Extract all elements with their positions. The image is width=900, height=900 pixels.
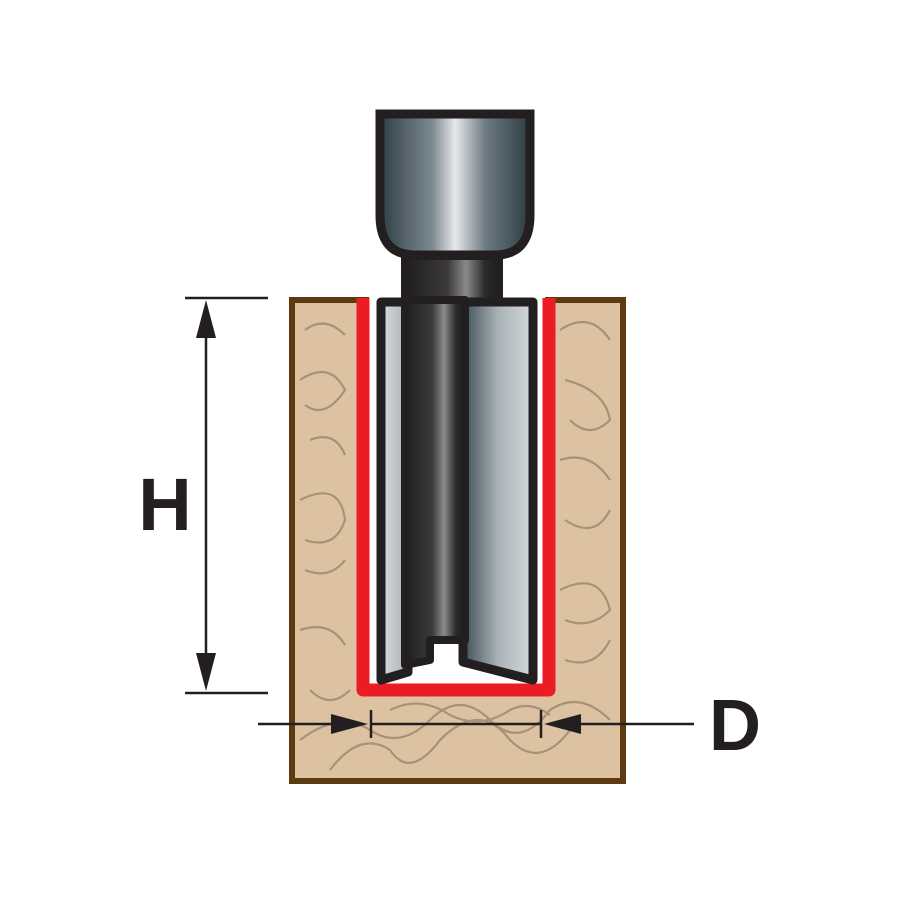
height-label: H xyxy=(138,463,191,546)
diameter-label: D xyxy=(709,686,761,766)
arrow-up-icon xyxy=(196,300,216,338)
arrow-down-icon xyxy=(196,653,216,691)
right-flute xyxy=(458,297,538,685)
router-bit xyxy=(376,296,538,685)
collet xyxy=(375,109,535,260)
bit-core xyxy=(401,296,469,669)
cut-profile-outline xyxy=(356,298,556,697)
diameter-dimension xyxy=(258,710,694,738)
arrow-right-icon xyxy=(331,714,368,734)
arrow-left-icon xyxy=(544,714,581,734)
wood-grain xyxy=(299,320,612,771)
height-dimension xyxy=(185,296,268,695)
